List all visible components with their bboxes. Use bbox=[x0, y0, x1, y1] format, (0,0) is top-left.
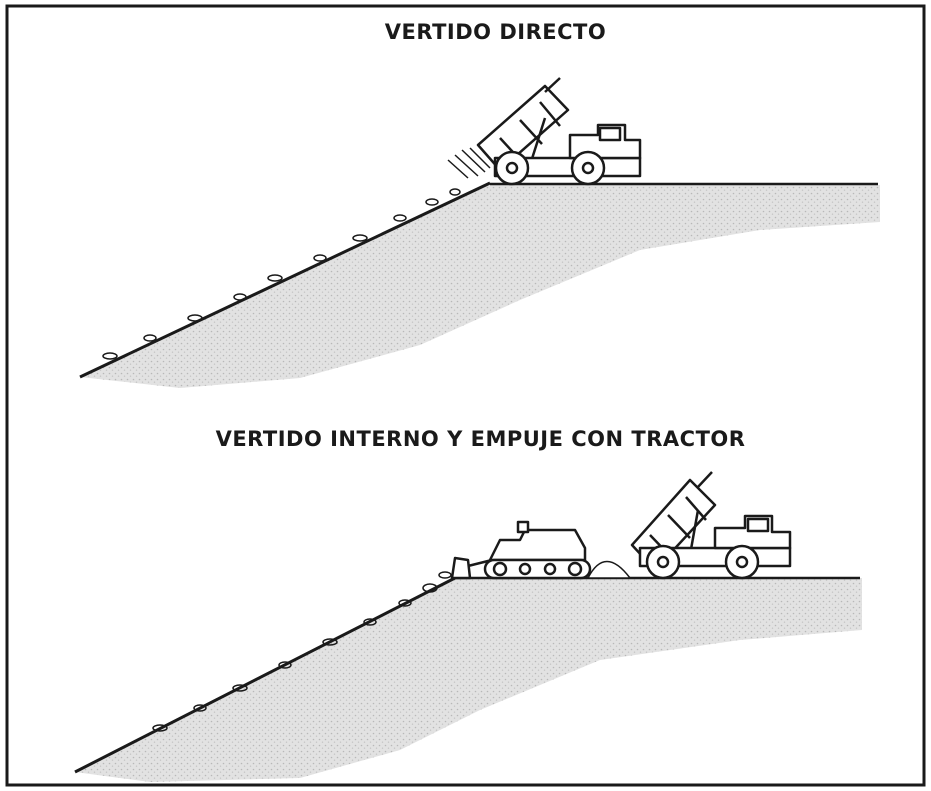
slope-line bbox=[74, 576, 456, 774]
panel-direct-dumping bbox=[79, 77, 880, 388]
material-pile bbox=[586, 560, 632, 579]
panel-internal-dumping bbox=[74, 471, 862, 782]
panel-title-internal: VERTIDO INTERNO Y EMPUJE CON TRACTOR bbox=[215, 427, 746, 451]
embankment-fill bbox=[75, 578, 862, 782]
falling-material bbox=[447, 147, 491, 179]
dump-truck-icon bbox=[476, 77, 642, 186]
dump-truck-icon bbox=[630, 471, 792, 580]
slope-line bbox=[79, 181, 491, 379]
border bbox=[5, 4, 926, 787]
rock-debris bbox=[102, 188, 461, 360]
panel-title-direct: VERTIDO DIRECTO bbox=[384, 20, 607, 44]
bulldozer-icon bbox=[450, 520, 592, 580]
rock-debris bbox=[152, 571, 452, 732]
embankment-fill bbox=[80, 183, 880, 388]
